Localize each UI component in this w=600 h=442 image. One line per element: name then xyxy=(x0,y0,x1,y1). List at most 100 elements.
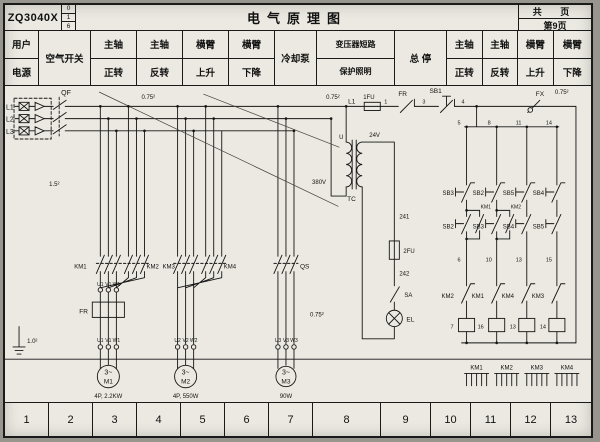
wire-label: 13 xyxy=(510,325,516,331)
zone-number-2: 2 xyxy=(49,403,93,436)
pages-total-label: 共 页 xyxy=(519,5,591,19)
header-cell-2: 空气开关 xyxy=(39,31,91,85)
zone-number-5: 5 xyxy=(181,403,225,436)
control-branches xyxy=(455,126,580,387)
wire-label: 5 xyxy=(458,121,461,127)
thermal-relay-fr-icon xyxy=(91,301,125,318)
header-cell-bottom-label: 反转 xyxy=(149,67,169,79)
header-cell-3: 主轴正转 xyxy=(91,31,137,85)
wire-label: 15 xyxy=(546,257,552,263)
header-cell-label: 总 停 xyxy=(409,54,432,65)
switch-sa-icon xyxy=(389,286,400,303)
wire-label: KM2 xyxy=(146,264,159,270)
wire-label: KM1 xyxy=(472,294,485,300)
drawing-sheet: ZQ3040X 0 1 6 电气原理图 共 页 第9页 用户电源空气开关主轴正转… xyxy=(3,3,593,438)
wire-label: KM1 xyxy=(74,264,87,270)
header-cell-13: 横臂下降 xyxy=(553,31,591,85)
wire-label: SB1 xyxy=(429,88,442,95)
header-cell-bottom-label: 下降 xyxy=(241,67,261,79)
wire-label: SB3 xyxy=(473,225,485,231)
contactor-contacts-icon xyxy=(95,254,149,275)
wire-label: KM3 xyxy=(532,294,545,300)
header-cell-top-label: 横臂 xyxy=(553,31,591,59)
wire-label: 3~ xyxy=(282,369,290,376)
wire-label: L3 xyxy=(6,129,14,136)
header-cell-bottom-label: 上升 xyxy=(525,67,545,79)
header-cell-bottom-label: 下降 xyxy=(562,67,582,79)
header-cell-bottom-label: 上升 xyxy=(195,67,215,79)
wire-label: 4 xyxy=(462,99,465,105)
header-cell-top-label: 主轴 xyxy=(137,31,182,59)
diagonal-lines xyxy=(98,91,340,207)
wire-label: U3 xyxy=(275,338,282,344)
wire-label: 90W xyxy=(280,394,293,400)
wire-label: SB5 xyxy=(533,225,545,231)
wire-label: 0.75² xyxy=(310,312,324,318)
wire-label: 8 xyxy=(488,121,491,127)
header-cell-8: 变压器短路保护照明 xyxy=(317,31,395,85)
zone-number-1: 1 xyxy=(5,403,49,436)
wire-label: M3 xyxy=(281,379,290,386)
wire-label: SB4 xyxy=(533,191,545,197)
wire-label: 13 xyxy=(516,257,522,263)
schematic-canvas: L1L2L3QF0.75²1.5²KM1KM2KM3KM4QSFRU1V1W1U… xyxy=(5,88,591,400)
wire-label: 0.75² xyxy=(326,95,340,101)
header-cell-12: 横臂上升 xyxy=(518,31,554,85)
wire-label: U2 xyxy=(174,338,181,344)
model-number: ZQ3040X xyxy=(5,5,62,30)
zone-number-9: 9 xyxy=(381,403,431,436)
wire-label: SA xyxy=(404,293,413,299)
fuse-1fu-icon xyxy=(363,101,381,111)
wire-label: SB5 xyxy=(503,191,515,197)
wire-label: KM3 xyxy=(163,264,176,270)
title-bar: ZQ3040X 0 1 6 电气原理图 共 页 第9页 xyxy=(5,5,591,31)
header-cell-bottom-label: 保护照明 xyxy=(339,67,372,77)
header-cell-bottom-label: 电源 xyxy=(11,67,31,79)
wire-label: L1 xyxy=(6,104,14,111)
motor-branch-m3 xyxy=(273,105,299,369)
header-cell-top-label: 主轴 xyxy=(447,31,482,59)
switch-qs-icon xyxy=(273,254,299,275)
terminal-circles xyxy=(97,287,297,350)
wire-label: KM3 xyxy=(531,365,544,371)
wire-label: 11 xyxy=(516,121,522,127)
junction-dots xyxy=(99,105,559,345)
wire-label: KM2 xyxy=(511,204,521,210)
zone-number-10: 10 xyxy=(431,403,471,436)
wire-label: W3 xyxy=(290,338,298,344)
wire-label: V1 xyxy=(105,282,111,288)
wire-label: FR xyxy=(398,91,407,98)
header-cell-bottom-label: 反转 xyxy=(490,67,510,79)
stop-button-sb1-icon xyxy=(440,95,455,113)
wire-label: EL xyxy=(406,316,414,323)
wire-label: W2 xyxy=(190,338,198,344)
wire-label: 2FU xyxy=(403,249,414,255)
motor-m3-icon xyxy=(275,365,297,388)
header-cell-6: 横臂下降 xyxy=(229,31,275,85)
header-cell-top-label: 主轴 xyxy=(482,31,517,59)
wire-label: 0.75² xyxy=(555,90,569,96)
wire-label: KM2 xyxy=(441,294,454,300)
wire-label: SB2 xyxy=(473,191,485,197)
header-cell-bottom-label: 正转 xyxy=(454,67,474,79)
zone-number-8: 8 xyxy=(313,403,381,436)
contactor-contacts-icon xyxy=(173,254,227,275)
wire-label: 1.0² xyxy=(27,339,37,345)
wire-label: 24V xyxy=(369,133,380,139)
revision-digit: 0 xyxy=(62,5,75,14)
wire-label: 10 xyxy=(486,257,492,263)
function-header-row: 用户电源空气开关主轴正转主轴反转横臂上升横臂下降冷却泵变压器短路保护照明总 停主… xyxy=(5,31,591,86)
wire-label: 4P, 550W xyxy=(173,394,199,400)
motor-branch-m2 xyxy=(173,105,227,369)
transformer-tc-icon xyxy=(330,105,363,197)
wire-label: 1FU xyxy=(363,95,374,101)
wire-label: SB3 xyxy=(442,191,454,197)
wire-label: KM1 xyxy=(470,365,483,371)
zone-number-12: 12 xyxy=(511,403,551,436)
wire-label: W1 xyxy=(113,338,121,344)
wire-label: QF xyxy=(61,90,71,97)
control-feed-devices xyxy=(363,95,541,113)
header-cell-5: 横臂上升 xyxy=(183,31,229,85)
wire-label: V1 xyxy=(105,338,111,344)
